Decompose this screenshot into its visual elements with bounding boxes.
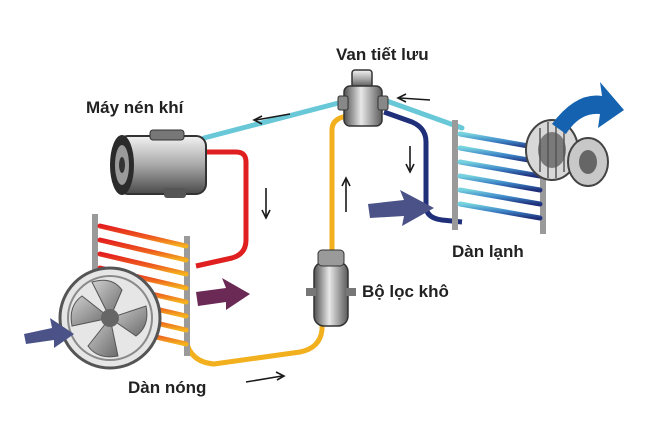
- compressor: [110, 129, 207, 198]
- expansion-valve: [337, 69, 389, 127]
- evaporator-inlet-line: [381, 97, 465, 131]
- receiver-drier-label: Bộ lọc khô: [362, 282, 449, 301]
- liquid-line-lower: [183, 320, 325, 367]
- condenser-label: Dàn nóng: [128, 378, 207, 397]
- compressor-label: Máy nén khí: [86, 98, 184, 117]
- discharge-line: [195, 149, 249, 269]
- evaporator-blower: [525, 119, 609, 187]
- airflow-in-arrow: [24, 318, 74, 348]
- cold-air-arrow: [552, 82, 624, 134]
- warm-air-arrow: [196, 278, 250, 310]
- flow-direction-arrows: [245, 93, 431, 383]
- expansion-valve-label: Van tiết lưu: [336, 45, 429, 64]
- suction-line: [201, 97, 353, 141]
- receiver-drier: [306, 249, 356, 327]
- evaporator-in-air-arrow: [368, 190, 434, 226]
- evaporator-outlet-line: [383, 109, 463, 225]
- liquid-line-upper: [329, 113, 352, 262]
- evaporator-label: Dàn lạnh: [452, 242, 524, 261]
- condenser-fan: [58, 266, 162, 370]
